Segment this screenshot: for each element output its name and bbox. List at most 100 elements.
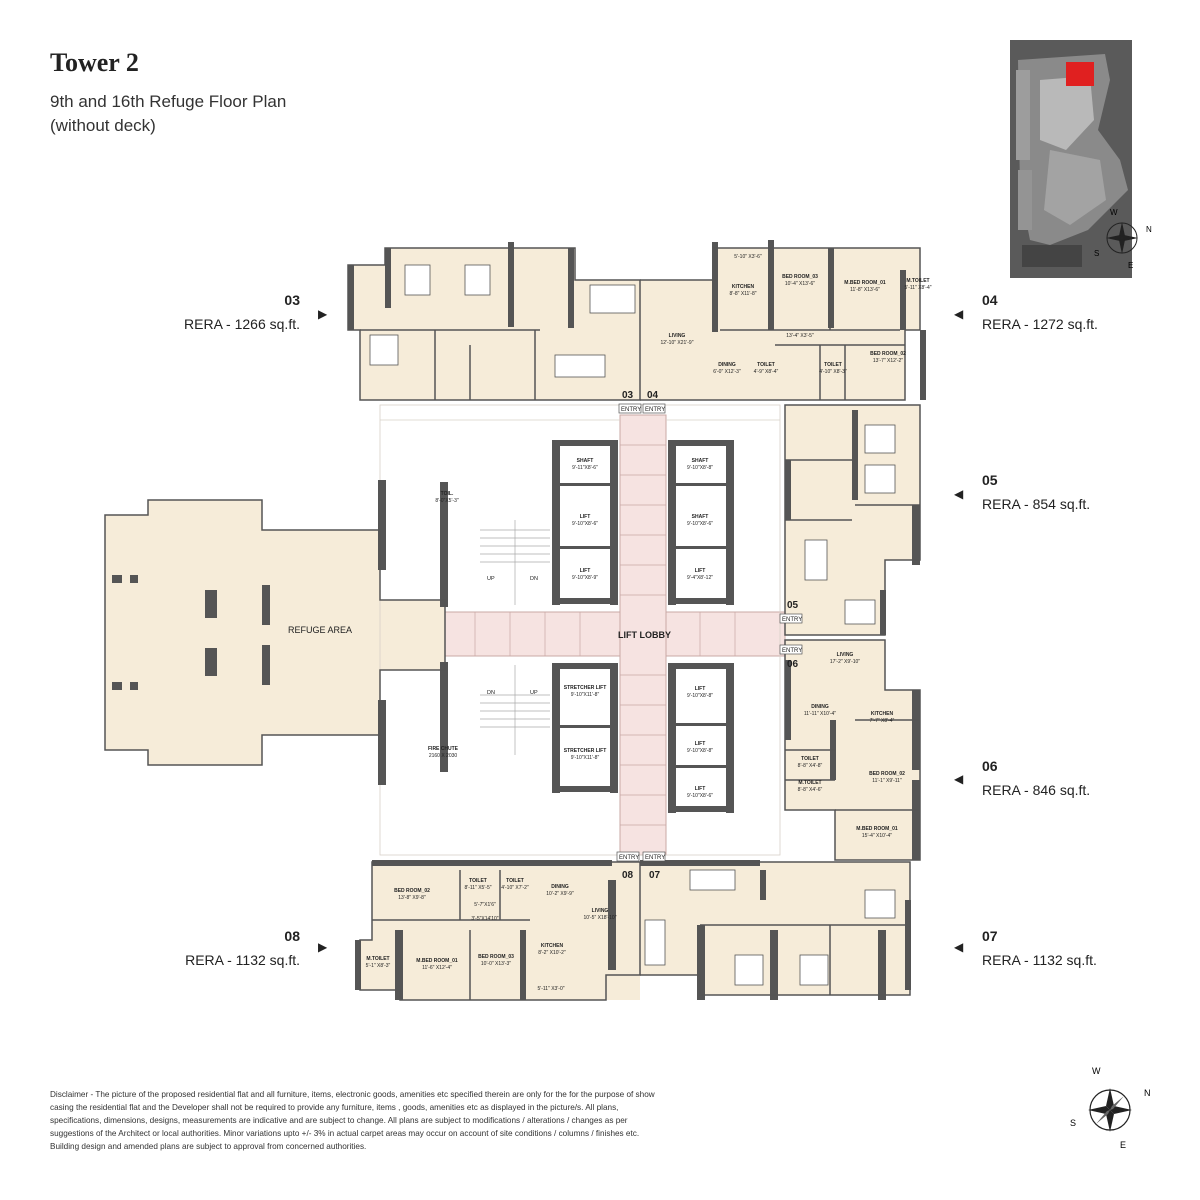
- unit-04-floor: [640, 248, 920, 400]
- stretcher-lift-1-label: STRETCHER LIFT: [564, 685, 607, 691]
- u06-living-label: LIVING: [837, 652, 854, 658]
- shaft-a-label: SHAFT: [577, 458, 594, 464]
- fire-chute-dim: 2160 X 2030: [429, 753, 458, 759]
- plan-unit-06-number: 06: [787, 659, 799, 670]
- lift-f-dim: 9'-10"X8'-6": [687, 793, 713, 799]
- u08-bed03-label: BED ROOM_03: [478, 954, 514, 960]
- unit-03-number: 03: [284, 292, 300, 308]
- compass-s-label-2: S: [1070, 1118, 1076, 1128]
- entry-05-label: ENTRY: [782, 617, 802, 623]
- entry-06-label: ENTRY: [782, 648, 802, 654]
- unit-04-number: 04: [982, 292, 998, 308]
- entry-03-label: ENTRY: [621, 407, 641, 413]
- arrow-left-icon: ◀: [954, 772, 964, 786]
- unit-06-rera: RERA - 846 sq.ft.: [982, 782, 1091, 798]
- stair-up-label: UP: [487, 576, 495, 582]
- u06-bed02-dim: 11'-1" X9'-11": [872, 778, 902, 784]
- page-subtitle: 9th and 16th Refuge Floor Plan (without …: [50, 90, 286, 138]
- lift-a-label: LIFT: [580, 514, 591, 520]
- lift-b-label: LIFT: [580, 568, 591, 574]
- unit-07-label: 07 RERA - 1132 sq.ft.: [982, 924, 1142, 972]
- u08-small-dim: 5'-7"X1'6": [474, 902, 496, 908]
- disclaimer-text: Disclaimer - The picture of the proposed…: [50, 1090, 655, 1151]
- stair-dn-label: DN: [530, 576, 538, 582]
- lift-f-label: LIFT: [695, 786, 706, 792]
- u04-toilet2-dim: 4'-10" X8'-3": [819, 369, 847, 375]
- arrow-left-icon: ◀: [954, 487, 964, 501]
- unit-06-floor: [785, 640, 920, 860]
- u08-bottom-dim: 5'-11" X3'-0": [537, 986, 564, 992]
- corridor-floor: [619, 414, 667, 856]
- page-title: Tower 2: [50, 48, 139, 77]
- unit-08-rera: RERA - 1132 sq.ft.: [185, 952, 300, 968]
- lift-d-dim: 9'-10"X8'-8": [687, 693, 713, 699]
- u08-toilet2-dim: 4'-10" X7'-2": [501, 885, 529, 891]
- u04-living-label: LIVING: [669, 333, 686, 339]
- plan-unit-08-number: 08: [622, 870, 634, 881]
- entry-07-label: ENTRY: [645, 855, 665, 861]
- refuge-area-floor: [105, 500, 445, 765]
- lift-c-dim: 9'-4"X8'-12": [687, 575, 713, 581]
- stair-dn-label-2: DN: [487, 690, 495, 696]
- compass-e-label-2: E: [1120, 1140, 1126, 1150]
- compass-n-label-2: N: [1144, 1088, 1151, 1098]
- stretcher-lift-2-dim: 9'-10"X11'-8": [571, 755, 600, 761]
- key-plan-map: [1010, 40, 1132, 278]
- u08-bed02-label: BED ROOM_02: [394, 888, 430, 894]
- u08-kitchen-label: KITCHEN: [541, 943, 564, 949]
- stair-up-label-2: UP: [530, 690, 538, 696]
- shaft-a-dim: 9'-11"X8'-6": [572, 465, 598, 471]
- shaft-b-label: SHAFT: [692, 458, 709, 464]
- unit-06-label: 06 RERA - 846 sq.ft.: [982, 754, 1142, 802]
- toil-dim: 8'-0"X5'-3": [435, 498, 458, 504]
- unit-08-label: 08 RERA - 1132 sq.ft.: [150, 924, 300, 972]
- u06-bed02-label: BED ROOM_02: [869, 771, 905, 777]
- shaft-c-label: SHAFT: [692, 514, 709, 520]
- compass-e-label: E: [1128, 261, 1133, 268]
- u08-mtoilet-dim: 5'-1" X8'-3": [366, 963, 391, 969]
- unit-08-floor: [360, 862, 640, 1000]
- u06-dining-label: DINING: [811, 704, 829, 710]
- floor-plan: ENTRY ENTRY ENTRY ENTRY ENTRY ENTRY 03 0…: [104, 240, 932, 1001]
- u08-mbed01-dim: 11'-6" X12'-4": [422, 965, 452, 971]
- u04-passage-dim: 13'-4" X3'-5": [786, 333, 814, 339]
- u04-bed03-label: BED ROOM_03: [782, 274, 818, 280]
- lift-e-dim: 9'-10"X8'-8": [687, 748, 713, 754]
- unit-04-label: 04 RERA - 1272 sq.ft.: [982, 288, 1142, 336]
- refuge-area-label: REFUGE AREA: [288, 625, 352, 635]
- unit-07-floor: [640, 862, 910, 995]
- shaft-c-dim: 9'-10"X8'-6": [687, 521, 713, 527]
- u06-toilet-label: TOILET: [801, 756, 819, 762]
- u04-mtoilet-label: M.TOILET: [906, 278, 929, 284]
- arrow-right-icon: ▶: [318, 307, 328, 321]
- plan-unit-04-number: 04: [647, 390, 659, 401]
- u06-toilet-dim: 8'-8" X4'-8": [798, 763, 823, 769]
- toil-label: TOIL.: [441, 491, 454, 497]
- plan-unit-03-number: 03: [622, 390, 634, 401]
- unit-05-rera: RERA - 854 sq.ft.: [982, 496, 1091, 512]
- u06-kitchen-dim: 7'-7" X8'-4": [870, 718, 895, 724]
- subtitle-line-2: (without deck): [50, 116, 156, 135]
- u06-dining-dim: 11'-11" X10'-4": [804, 711, 836, 717]
- arrow-left-icon: ◀: [954, 307, 964, 321]
- u08-kitchen-dim: 8'-2" X10'-2": [538, 950, 566, 956]
- u06-kitchen-label: KITCHEN: [871, 711, 894, 717]
- u06-mbed01-dim: 15'-4" X10'-4": [862, 833, 892, 839]
- u08-bed02-dim: 13'-8" X9'-8": [398, 895, 426, 901]
- subtitle-line-1: 9th and 16th Refuge Floor Plan: [50, 92, 287, 111]
- u04-mbed01-label: M.BED ROOM_01: [844, 280, 886, 286]
- compass-icon-bottom: W N S E: [1070, 1066, 1151, 1150]
- compass-icon-top: W N S E: [1094, 208, 1152, 268]
- lift-lobby-label: LIFT LOBBY: [618, 630, 671, 640]
- u04-bed02-dim: 13'-7" X12'-2": [873, 358, 903, 364]
- lift-lobby-floor: [444, 611, 786, 657]
- u04-toilet2-label: TOILET: [824, 362, 842, 368]
- lift-b-dim: 9'-10"X8'-9": [572, 575, 598, 581]
- u04-kitchen-label: KITCHEN: [732, 284, 755, 290]
- u04-mbed01-dim: 11'-8" X13'-6": [850, 287, 880, 293]
- u04-bed02-label: BED ROOM_02: [870, 351, 906, 357]
- u08-mtoilet-label: M.TOILET: [366, 956, 389, 962]
- u04-toilet1-label: TOILET: [757, 362, 775, 368]
- unit-06-number: 06: [982, 758, 998, 774]
- stretcher-lift-1-dim: 9'-10"X11'-8": [571, 692, 600, 698]
